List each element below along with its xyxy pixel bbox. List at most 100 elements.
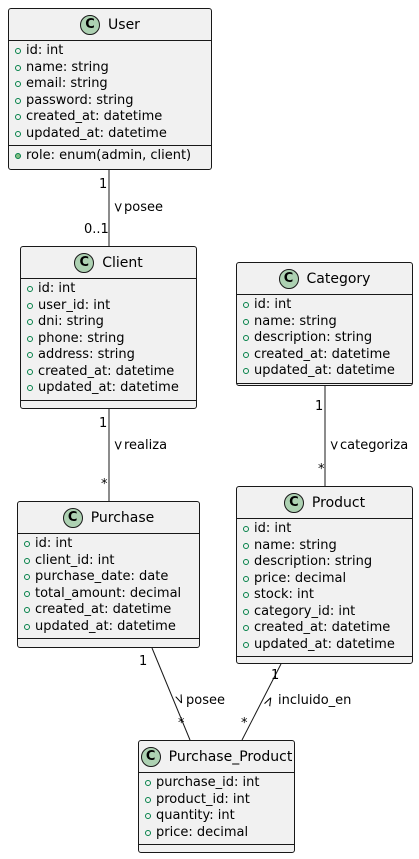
class-name: Category	[306, 270, 371, 287]
relation-label: realiza	[124, 438, 168, 453]
public-visibility-icon	[15, 64, 21, 71]
public-visibility-icon	[27, 335, 33, 342]
public-visibility-icon	[27, 385, 33, 392]
public-visibility-icon	[243, 575, 249, 582]
attribute-row: id: int	[24, 536, 199, 553]
attribute-row: quantity: int	[145, 808, 294, 825]
public-visibility-icon	[27, 368, 33, 375]
relation-label: posee	[186, 693, 225, 708]
relation-arrow-icon: >	[325, 440, 341, 451]
multiplicity-label: 1	[271, 668, 280, 683]
attribute-row: updated_at: datetime	[243, 363, 412, 380]
attribute-row: updated_at: datetime	[27, 380, 196, 397]
class-name: Product	[311, 494, 366, 511]
public-visibility-icon	[243, 592, 249, 599]
multiplicity-label: *	[101, 477, 108, 492]
attribute-row: id: int	[243, 297, 412, 314]
attribute-row: stock: int	[243, 587, 412, 604]
public-visibility-icon	[243, 625, 249, 632]
class-badge-icon: C	[140, 746, 161, 767]
attribute-row: category_id: int	[243, 604, 412, 621]
public-visibility-icon	[243, 542, 249, 549]
public-visibility-icon	[145, 796, 151, 803]
class-header: C Purchase_Product	[139, 741, 294, 773]
public-visibility-icon	[15, 81, 21, 88]
attribute-row: price: decimal	[145, 825, 294, 842]
public-visibility-icon	[15, 153, 21, 160]
class-purchase-product: C Purchase_Product purchase_id: int prod…	[138, 740, 295, 853]
public-visibility-icon	[15, 114, 21, 121]
public-visibility-icon	[24, 607, 30, 614]
multiplicity-label: 1	[139, 654, 148, 669]
attribute-row: password: string	[15, 93, 211, 110]
multiplicity-label: *	[241, 716, 248, 731]
relation-arrow-icon: >	[109, 440, 125, 451]
attribute-row: id: int	[27, 281, 196, 298]
class-badge-icon: C	[283, 492, 304, 513]
multiplicity-label: 1	[315, 399, 324, 414]
public-visibility-icon	[145, 813, 151, 820]
attribute-row: created_at: datetime	[24, 602, 199, 619]
attribute-row: email: string	[15, 76, 211, 93]
class-name: Purchase	[90, 509, 155, 526]
method-list	[139, 844, 294, 853]
attribute-row: created_at: datetime	[15, 109, 211, 126]
class-badge-icon: C	[74, 252, 95, 273]
attribute-row: name: string	[243, 538, 412, 555]
method-list: role: enum(admin, client)	[9, 145, 211, 168]
class-name: Client	[102, 254, 143, 271]
class-header: C Purchase	[18, 502, 199, 534]
class-name: User	[108, 16, 140, 33]
attribute-row: id: int	[15, 43, 211, 60]
attribute-list: id: int client_id: int purchase_date: da…	[18, 534, 199, 638]
public-visibility-icon	[243, 559, 249, 566]
class-header: C Client	[21, 247, 196, 279]
public-visibility-icon	[243, 641, 249, 648]
method-list	[21, 399, 196, 409]
class-name: Purchase_Product	[168, 748, 293, 765]
public-visibility-icon	[24, 590, 30, 597]
attribute-row: dni: string	[27, 314, 196, 331]
relation-label: incluido_en	[278, 693, 352, 708]
attribute-row: created_at: datetime	[243, 620, 412, 637]
attribute-list: id: int name: string description: string…	[237, 519, 412, 656]
attribute-row: total_amount: decimal	[24, 586, 199, 603]
public-visibility-icon	[243, 368, 249, 375]
class-header: C Product	[237, 487, 412, 519]
method-row: role: enum(admin, client)	[15, 148, 211, 165]
public-visibility-icon	[145, 780, 151, 787]
public-visibility-icon	[27, 352, 33, 359]
relation-label: posee	[124, 200, 163, 215]
attribute-row: purchase_date: date	[24, 569, 199, 586]
relation-arrow-icon: >	[109, 202, 125, 213]
public-visibility-icon	[15, 130, 21, 137]
multiplicity-label: 1	[99, 416, 108, 431]
attribute-row: updated_at: datetime	[243, 637, 412, 654]
relation-product-pp-line	[241, 663, 282, 741]
public-visibility-icon	[24, 574, 30, 581]
public-visibility-icon	[15, 48, 21, 55]
class-category: C Category id: int name: string descript…	[236, 262, 413, 386]
public-visibility-icon	[243, 351, 249, 358]
attribute-row: created_at: datetime	[27, 364, 196, 381]
public-visibility-icon	[243, 608, 249, 615]
class-badge-icon: C	[80, 14, 101, 35]
attribute-row: client_id: int	[24, 553, 199, 570]
class-header: C User	[9, 9, 211, 41]
attribute-list: purchase_id: int product_id: int quantit…	[139, 773, 294, 844]
public-visibility-icon	[145, 829, 151, 836]
attribute-row: updated_at: datetime	[24, 619, 199, 636]
public-visibility-icon	[27, 319, 33, 326]
public-visibility-icon	[24, 623, 30, 630]
public-visibility-icon	[15, 97, 21, 104]
attribute-row: phone: string	[27, 331, 196, 348]
public-visibility-icon	[24, 557, 30, 564]
multiplicity-label: 0..1	[84, 222, 109, 237]
public-visibility-icon	[24, 541, 30, 548]
attribute-row: purchase_id: int	[145, 775, 294, 792]
attribute-row: created_at: datetime	[243, 347, 412, 364]
attribute-list: id: int name: string description: string…	[237, 295, 412, 383]
multiplicity-label: *	[178, 716, 185, 731]
